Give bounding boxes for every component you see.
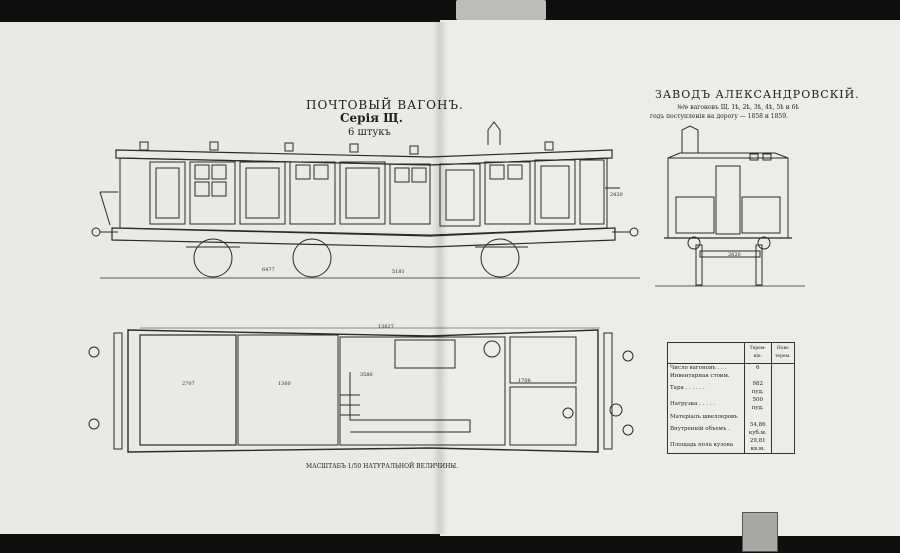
dim-side-height: 2420	[610, 192, 623, 198]
factory-name: ЗАВОДЪ АЛЕКСАНДРОВСКІЙ.	[655, 88, 860, 101]
dim-end-width: 2620	[728, 252, 741, 258]
table-row: Число вагоновъ . . .6	[667, 363, 796, 373]
table-row: Нагрузка . . . . .500 пуд.	[667, 396, 796, 413]
scale-note: МАСШТАБЪ 1/50 НАТУРАЛЬНОЙ ВЕЛИЧИНЫ.	[306, 463, 459, 470]
end-elevation-drawing	[655, 125, 805, 287]
dim-interior-1: 2707	[182, 381, 195, 387]
spec-header-2: Ново терем.	[770, 342, 796, 364]
dim-overall-length: 13627	[378, 324, 394, 330]
dim-wheelbase-1: 6477	[262, 267, 275, 273]
specification-table: Терем-ніе. Ново терем. Число вагоновъ . …	[667, 342, 796, 454]
table-row: Инвентарная стоим.	[667, 372, 796, 381]
dim-interior-4: 1708	[518, 378, 531, 384]
wagon-numbers: №№ вагоновъ Щ. 1ѣ, 2ѣ, 3ѣ, 4ѣ, 5ѣ и 6ѣ	[677, 104, 800, 111]
side-elevation-drawing	[91, 121, 640, 279]
drawing-title: ПОЧТОВЫЙ ВАГОНЪ.	[306, 98, 464, 112]
year-note: годъ поступленія на дорогу — 1858 и 1859…	[650, 113, 788, 120]
table-row: Тара . . . . . .982 пуд.	[667, 380, 796, 397]
dim-wheelbase-2: 5181	[392, 269, 405, 275]
binder-clip-bottom	[742, 512, 778, 552]
table-row: Внутренній объемъ .54,86 куб.м.	[667, 420, 796, 437]
table-row: Матеріалъ швеллеровъ	[667, 412, 796, 421]
dim-interior-3: 3580	[360, 372, 373, 378]
spec-header-1: Терем-ніе.	[744, 342, 772, 364]
dim-interior-2: 1360	[278, 381, 291, 387]
series-label: Серія Щ.	[340, 111, 403, 125]
spec-header-blank	[667, 342, 745, 364]
unit-count: 6 штукъ	[348, 127, 391, 138]
binder-clip-top	[456, 0, 546, 20]
floor-plan-drawing	[88, 327, 634, 453]
